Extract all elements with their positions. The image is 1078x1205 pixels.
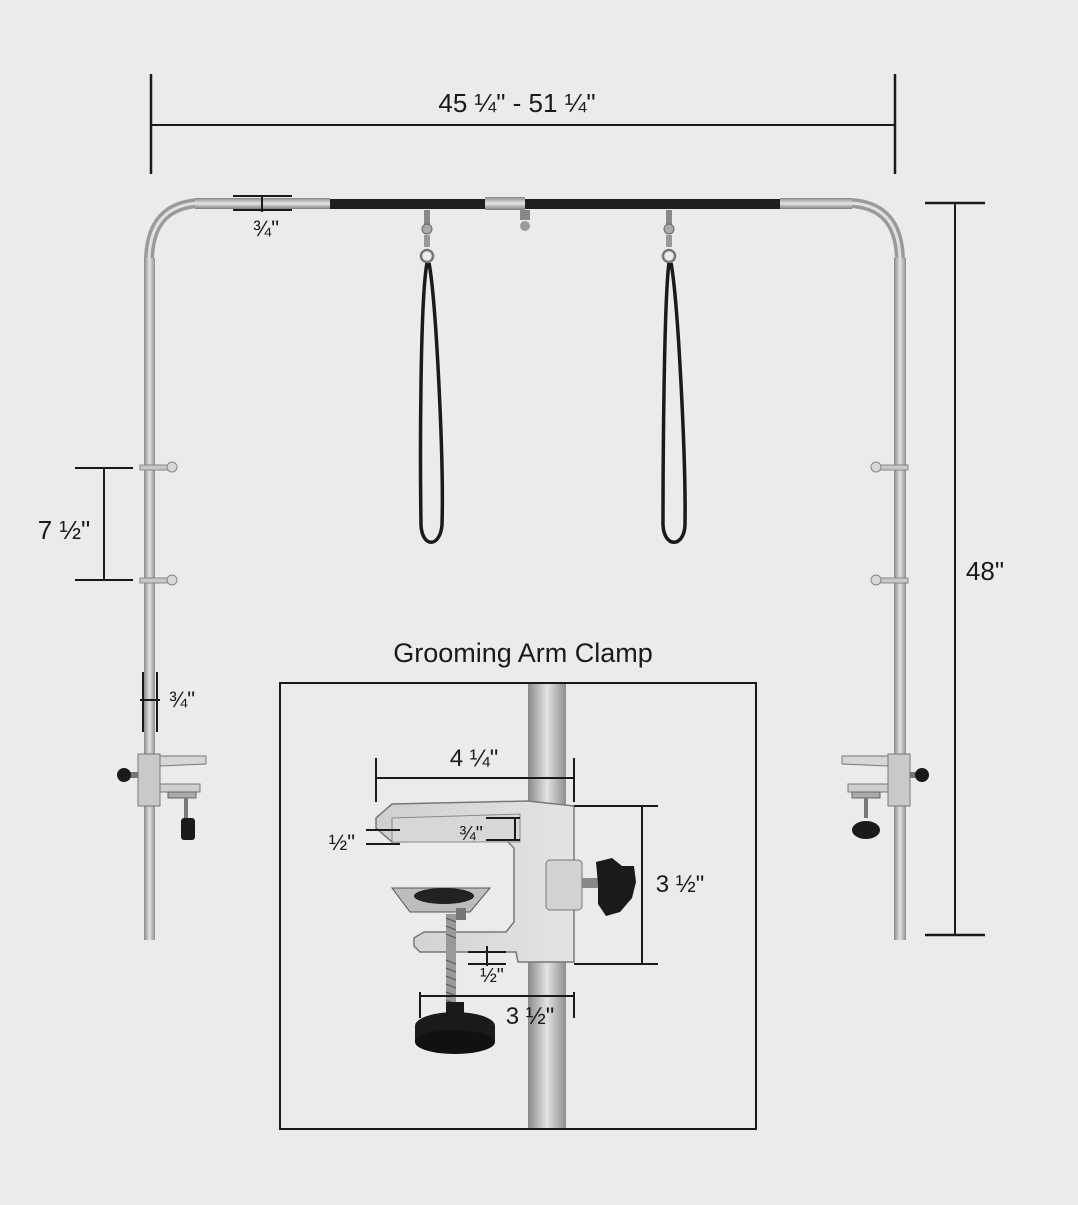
post-thickness-dimension: ¾"	[140, 672, 195, 732]
peg-right-lower	[870, 574, 909, 586]
clamp-jaw-thickness-dimension: ¾"	[459, 817, 520, 845]
width-dimension: 45 ¼" - 51 ¼"	[149, 74, 897, 174]
center-knob	[520, 210, 530, 231]
clamp-base-width-dimension: 3 ½"	[419, 992, 575, 1030]
clamp-jaw-thickness-label: ¾"	[459, 823, 483, 845]
peg-spacing-dimension: 7 ½"	[38, 467, 133, 581]
grooming-loop-right	[661, 210, 687, 544]
clamp-base-width-label: 3 ½"	[506, 1003, 555, 1030]
clamp-jaw-gap-label: ½"	[329, 830, 355, 855]
clamp-detail-illustration	[375, 684, 636, 1128]
clamp-right-mini	[841, 753, 929, 839]
clamp-height-dimension: 3 ½"	[574, 805, 705, 965]
peg-right-upper	[870, 461, 909, 473]
width-label: 45 ¼" - 51 ¼"	[438, 88, 595, 118]
clamp-inset-frame	[279, 682, 757, 1130]
clamp-width-dimension: 4 ¼"	[375, 745, 575, 802]
clamp-left-mini	[117, 753, 207, 840]
clamp-lower-gap-dimension: ½"	[468, 946, 506, 987]
clamp-height-label: 3 ½"	[656, 871, 705, 898]
peg-left-upper	[139, 461, 178, 473]
peg-left-lower	[139, 574, 178, 586]
peg-spacing-label: 7 ½"	[38, 515, 91, 545]
height-dimension: 48"	[925, 201, 1004, 937]
clamp-title: Grooming Arm Clamp	[393, 638, 653, 668]
clamp-width-label: 4 ¼"	[450, 745, 499, 772]
grooming-loop-left	[418, 210, 445, 544]
bar-thickness-label: ¾"	[253, 216, 279, 241]
post-thickness-label: ¾"	[169, 687, 195, 712]
clamp-jaw-gap-dimension: ½"	[329, 829, 400, 855]
clamp-lower-gap-label: ½"	[480, 965, 504, 987]
bar-thickness-dimension: ¾"	[233, 195, 292, 241]
height-label: 48"	[966, 556, 1004, 586]
